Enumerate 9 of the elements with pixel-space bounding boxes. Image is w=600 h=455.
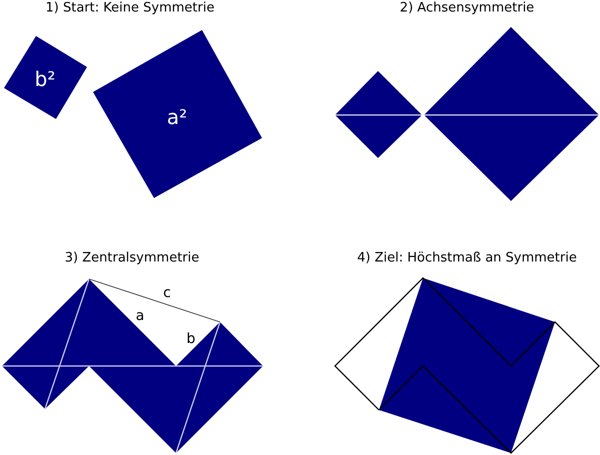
side-label: b (186, 332, 196, 346)
area-label: b² (34, 69, 56, 89)
panel-title: 1) Start: Keine Symmetrie (46, 2, 214, 14)
panel-title: 2) Achsensymmetrie (400, 2, 534, 14)
area-label: a² (166, 107, 188, 127)
side-label: c (163, 286, 171, 300)
panel-title: 3) Zentralsymmetrie (64, 252, 200, 264)
panel-title: 4) Ziel: Höchstmaß an Symmetrie (357, 252, 577, 264)
side-label: a (136, 309, 144, 323)
